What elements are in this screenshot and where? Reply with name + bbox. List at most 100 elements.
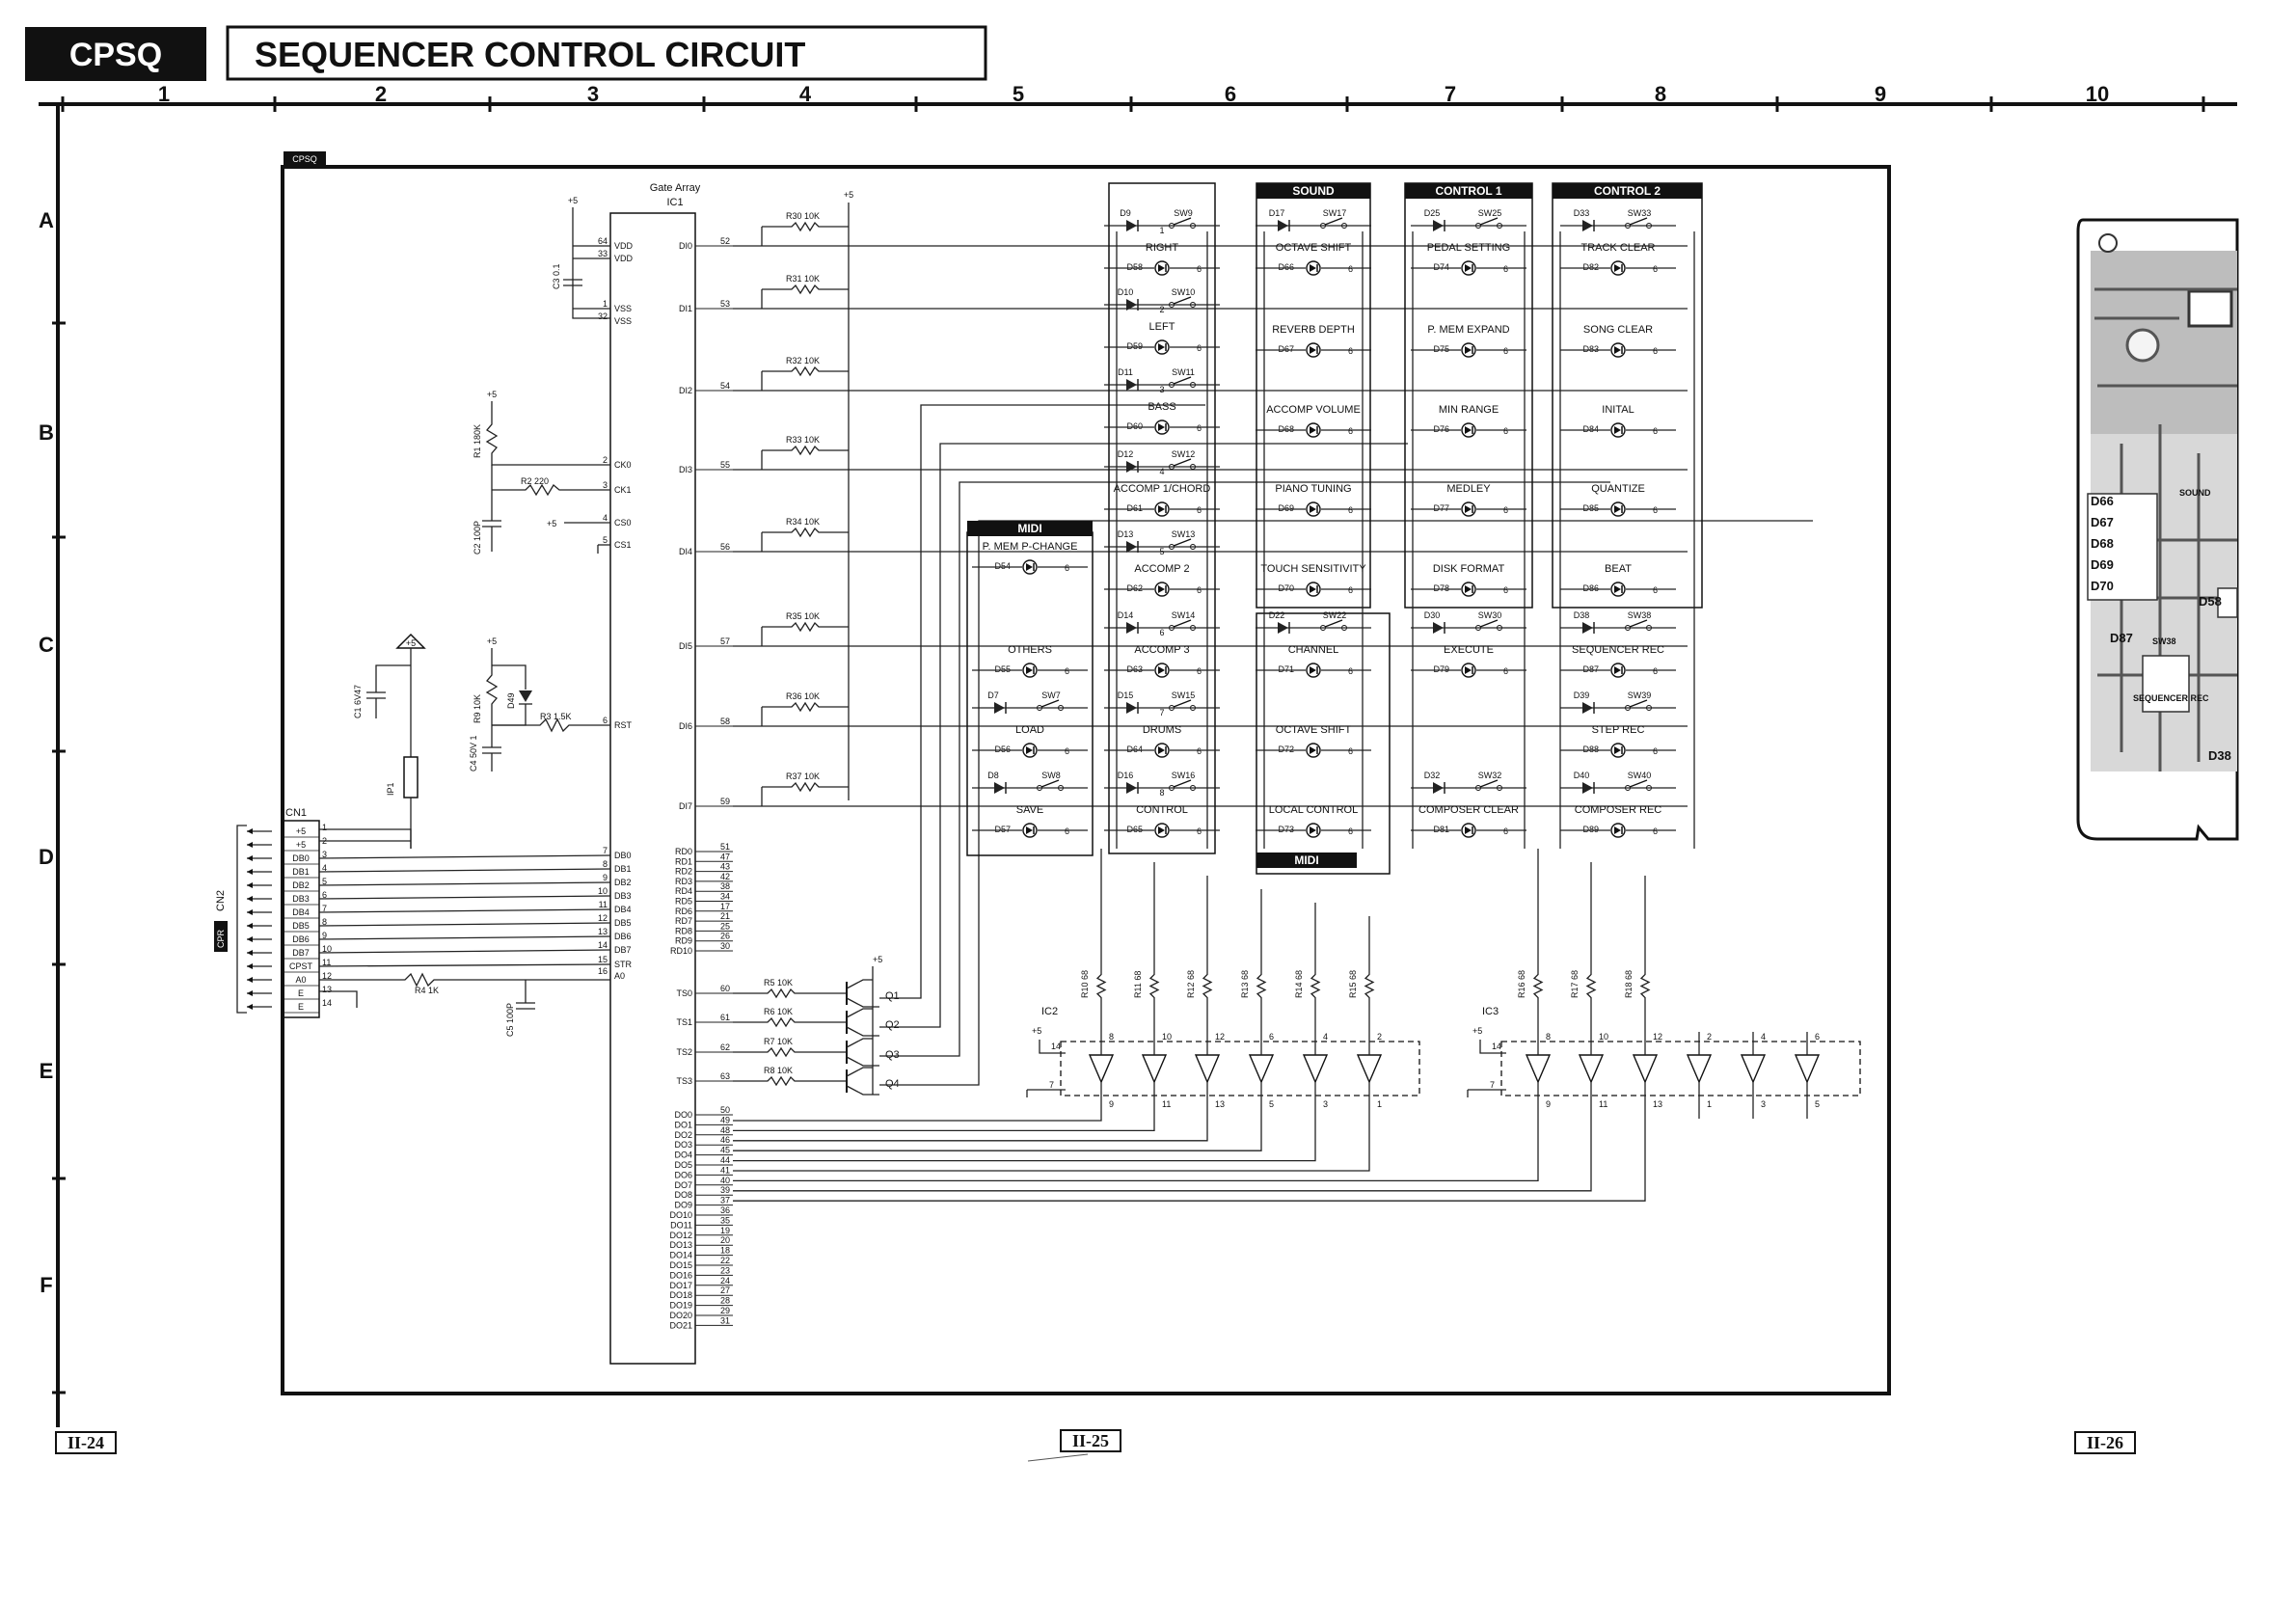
row-label-D: D (39, 845, 54, 869)
ic-ic3-body (1500, 1041, 1861, 1096)
led-label: D69 (1278, 503, 1294, 513)
diode-label: D9 (1120, 208, 1131, 218)
vdd-wire (572, 207, 610, 319)
r9-resistor (485, 648, 499, 725)
led-label: D82 (1582, 262, 1599, 272)
ic1-pin-num: 24 (720, 1276, 730, 1286)
ic1-pin-vdd: VDD (614, 254, 634, 263)
wire (733, 1119, 1370, 1172)
panel-header-midi-bottom-box (1256, 853, 1357, 868)
panel-header-sound-box (1256, 183, 1370, 199)
diode-label: D14 (1118, 610, 1134, 620)
ic1-pin-num: 37 (720, 1196, 730, 1205)
driver-resistor-label: R16 68 (1517, 970, 1526, 998)
ip1-label: IP1 (386, 782, 395, 796)
diode-label: D7 (987, 690, 999, 700)
ic1-pin-do16: DO16 (669, 1270, 692, 1280)
ic1-pin-do2: DO2 (674, 1130, 692, 1140)
led-label: D77 (1433, 503, 1449, 513)
buffer-gate (1740, 1054, 1767, 1084)
cn1-pin-num: 9 (322, 931, 327, 940)
panel6-label-3: ACCOMP 1/CHORD (1114, 483, 1211, 495)
plus5-label-r1: +5 (487, 390, 497, 399)
ic1-pin-num: 12 (598, 913, 608, 923)
wire (733, 1119, 1102, 1122)
ts-resistor-label: R6 10K (764, 1007, 793, 1016)
ic1-pin-num: 50 (720, 1105, 730, 1115)
diode-label: D10 (1118, 287, 1134, 297)
pin-mark: 6 (1348, 264, 1353, 274)
ic1-pin-num: 35 (720, 1215, 730, 1225)
led-label: D86 (1582, 583, 1599, 593)
ic1-pin-num: 54 (720, 381, 730, 391)
ic1-pin-num: 25 (720, 921, 730, 931)
ic1-pin-num: 15 (598, 955, 608, 964)
ic1-pin-num: 28 (720, 1296, 730, 1306)
ic1-pin-num: 62 (720, 1042, 730, 1052)
pcb-label: D69 (2091, 557, 2114, 572)
ic1-pin-do5: DO5 (674, 1160, 692, 1170)
wire (846, 1085, 879, 1096)
header-title-box (226, 25, 987, 81)
sound-label-3: PIANO TUNING (1275, 483, 1351, 495)
ic1-pin-ts2: TS2 (676, 1047, 692, 1057)
r4-resistor (319, 972, 610, 988)
ic1-pin-num: 10 (598, 886, 608, 896)
transistor-q1: Q1 (885, 990, 900, 1002)
cn1-pin-a0: A0 (295, 975, 306, 985)
diode-label: D32 (1424, 771, 1441, 780)
ts-resistor (733, 1075, 829, 1087)
ic-vcc-pin: 14 (1492, 1042, 1501, 1051)
ic1-pin-num: 33 (598, 249, 608, 258)
pin-mark: 6 (1348, 505, 1353, 515)
panel6-label-6: DRUMS (1143, 724, 1181, 736)
ic1-pin-num: 17 (720, 902, 730, 911)
gate-output-pin: 5 (1815, 1099, 1820, 1109)
ic1-pin-do4: DO4 (674, 1150, 692, 1160)
control2-label-6: STEP REC (1592, 724, 1645, 736)
driver-resistor-label: R14 68 (1294, 970, 1304, 998)
ic1-pin-num: 5 (603, 535, 608, 545)
led-label: D76 (1433, 424, 1449, 434)
pin-mark: 6 (1348, 746, 1353, 756)
wire (1479, 1040, 1506, 1054)
ic1-pin-num: 11 (599, 900, 608, 909)
led-label: D74 (1433, 262, 1449, 272)
control1-label-1: P. MEM EXPAND (1427, 324, 1509, 336)
ic1-pin-do12: DO12 (669, 1231, 692, 1240)
pin-mark: 6 (1065, 746, 1069, 756)
switch-label: SW9 (1174, 208, 1193, 218)
gate-output-pin: 9 (1546, 1099, 1551, 1109)
ic1-pin-num: 42 (720, 872, 730, 881)
ic1-pin-num: 2 (603, 455, 608, 465)
cn1-pin-db4: DB4 (292, 907, 310, 917)
d49-diode (519, 690, 532, 702)
cn1-pin-num: 8 (322, 917, 327, 927)
ic1-pin-num: 57 (720, 636, 730, 646)
ic1-pin-ts3: TS3 (676, 1076, 692, 1086)
di-resistor-label: R34 10K (786, 517, 820, 527)
pin-mark: 6 (1197, 505, 1202, 515)
panel6-label-4: ACCOMP 2 (1134, 563, 1189, 575)
column-label-2: 2 (375, 82, 387, 106)
ic1-pin-db1: DB1 (614, 864, 632, 874)
cn1-pin-num: 10 (322, 944, 332, 954)
ic1-body (609, 212, 696, 1365)
ic1-pin-do1: DO1 (674, 1120, 692, 1129)
ic1-pin-rd3: RD3 (675, 877, 692, 886)
driver-resistor (1364, 940, 1375, 1032)
switch-label: SW33 (1628, 208, 1652, 218)
db-bus-wire (318, 935, 611, 940)
panel-header-midi-bottom: MIDI (1294, 853, 1318, 867)
gate-input-pin: 2 (1377, 1032, 1382, 1042)
pcb-label: D66 (2091, 494, 2114, 508)
wire (733, 1119, 1155, 1132)
cn2-label: CN2 (215, 890, 227, 911)
header-code-box (25, 27, 206, 81)
pin-mark: 6 (1503, 666, 1508, 676)
ic1-pin-num: 48 (720, 1125, 730, 1135)
row-number: 7 (1159, 708, 1164, 717)
driver-resistor-label: R10 68 (1080, 970, 1090, 998)
